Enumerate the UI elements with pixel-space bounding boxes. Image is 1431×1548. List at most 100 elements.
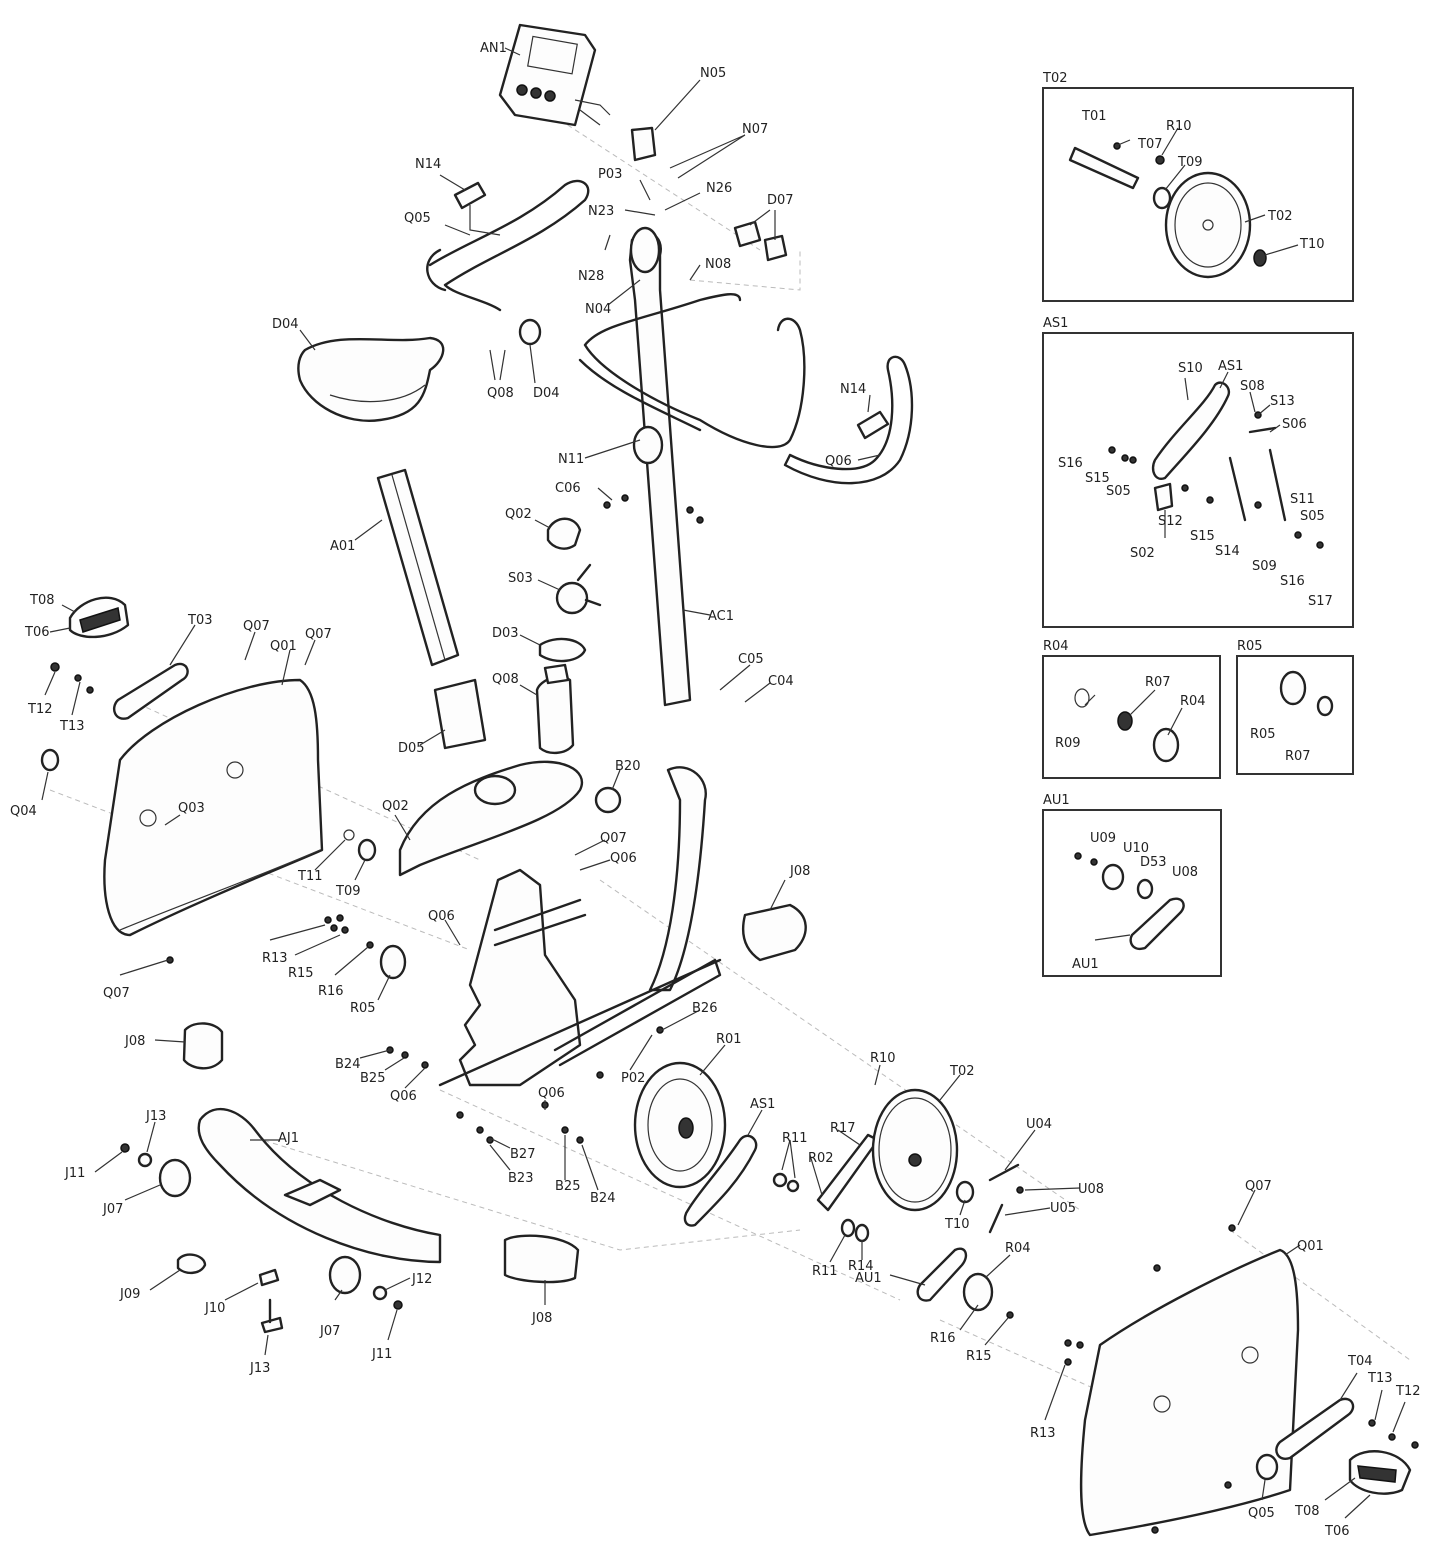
water-bottle-q08 xyxy=(535,663,575,755)
label-r14: R14 xyxy=(848,1259,874,1274)
label-t11: T11 xyxy=(297,869,322,884)
inset-as1-label-s08: S08 xyxy=(1240,379,1265,394)
tension-knob-s03 xyxy=(555,563,602,615)
inset-as1-label-s05-a: S05 xyxy=(1106,484,1131,499)
inset-t02 xyxy=(1042,87,1354,302)
label-j08-stabilizer: J08 xyxy=(124,1034,145,1049)
label-t13-right: T13 xyxy=(1367,1371,1392,1386)
label-j13-upper: J13 xyxy=(145,1109,166,1124)
label-t04: T04 xyxy=(1347,1354,1372,1369)
pedal-t08-right xyxy=(1348,1450,1412,1495)
handlebar-left-upper xyxy=(426,179,590,312)
label-b26: B26 xyxy=(692,1001,717,1016)
inset-au1-label-u09: U09 xyxy=(1090,831,1116,846)
label-t10: T10 xyxy=(944,1217,969,1232)
inset-as1-label-s05-b: S12 xyxy=(1158,514,1183,529)
brake-assembly-as1 xyxy=(683,1134,758,1227)
label-t08-right: T08 xyxy=(1294,1504,1319,1519)
chainring-t02 xyxy=(871,1088,959,1212)
label-q07-d: Q07 xyxy=(103,986,130,1001)
inset-as1-label-s15-a: S15 xyxy=(1085,471,1110,486)
label-j13-lower: J13 xyxy=(249,1361,270,1376)
steering-post-ac1 xyxy=(628,226,692,707)
label-r13-left: R13 xyxy=(262,951,288,966)
label-r01: R01 xyxy=(716,1032,742,1047)
label-q06-grip: Q06 xyxy=(825,454,852,469)
inset-as1-label-s17: S17 xyxy=(1308,594,1333,609)
label-j12: J12 xyxy=(411,1272,432,1287)
label-q07-e: Q07 xyxy=(1245,1179,1272,1194)
label-n28: N28 xyxy=(578,269,604,284)
flywheel-r01 xyxy=(633,1061,727,1189)
crank-arm-t03-left xyxy=(113,662,189,720)
inset-au1-label-d53: D53 xyxy=(1140,855,1167,870)
label-t09: T09 xyxy=(335,884,360,899)
label-u05: U05 xyxy=(1050,1201,1076,1216)
inset-as1-label-s10: S10 xyxy=(1178,361,1203,376)
label-b25-b: B25 xyxy=(555,1179,580,1194)
label-n14-right: N14 xyxy=(840,382,866,397)
label-n07: N07 xyxy=(742,122,768,137)
springs-u04-u05 xyxy=(988,1163,1024,1234)
label-n14-left: N14 xyxy=(415,157,441,172)
label-r17: R17 xyxy=(830,1121,856,1136)
label-r16-left: R16 xyxy=(318,984,344,999)
label-d03: D03 xyxy=(492,626,519,641)
label-q08-bottle: Q08 xyxy=(492,672,519,687)
label-r16-right: R16 xyxy=(930,1331,956,1346)
label-q06-b: Q06 xyxy=(610,851,637,866)
handlebar-grip-right xyxy=(783,355,914,485)
inset-as1-label-s06: S06 xyxy=(1282,417,1307,432)
small-parts-left xyxy=(40,662,377,964)
console-an1 xyxy=(498,23,611,127)
nut-t10 xyxy=(955,1180,975,1204)
label-b27: B27 xyxy=(510,1147,535,1162)
label-n04: N04 xyxy=(585,302,611,317)
inset-au1-label-au1: AU1 xyxy=(1072,957,1099,972)
crank-arm-t04-right xyxy=(1275,1397,1355,1460)
label-aj1: AJ1 xyxy=(278,1131,299,1146)
label-s03: S03 xyxy=(508,571,533,586)
inset-au1 xyxy=(1042,809,1222,977)
label-j09: J09 xyxy=(119,1287,140,1302)
label-b24-a: B24 xyxy=(335,1057,360,1072)
bushings-d07 xyxy=(733,220,788,262)
clamp-d03 xyxy=(538,637,587,663)
inset-t02-label-t09: T09 xyxy=(1177,155,1202,170)
label-j11-lower: J11 xyxy=(371,1347,392,1362)
knob-b20 xyxy=(594,786,622,814)
label-q07-a: Q07 xyxy=(243,619,270,634)
label-r10: R10 xyxy=(870,1051,896,1066)
label-j07-upper: J07 xyxy=(102,1202,123,1217)
top-cover-q02 xyxy=(398,760,584,877)
label-n23: N23 xyxy=(588,204,614,219)
pulley-r04 xyxy=(962,1272,994,1312)
inset-t02-label-r10: R10 xyxy=(1166,119,1192,134)
stabilizer-cap-j08 xyxy=(182,1022,224,1070)
inset-as1-label-s14: S14 xyxy=(1215,544,1240,559)
label-q05-handlebar: Q05 xyxy=(404,211,431,226)
label-t12-right: T12 xyxy=(1395,1384,1420,1399)
inset-au1-label-u10: U10 xyxy=(1123,841,1149,856)
inset-au1-label-u08: U08 xyxy=(1172,865,1198,880)
label-q08-handlebar: Q08 xyxy=(487,386,514,401)
label-d05: D05 xyxy=(398,741,425,756)
label-p02: P02 xyxy=(621,1071,645,1086)
label-q03: Q03 xyxy=(178,801,205,816)
grip-sensor-n14-right xyxy=(856,410,890,440)
handlebar-front xyxy=(578,293,806,449)
label-an1: AN1 xyxy=(480,41,507,56)
inset-as1-label-s16-a: S16 xyxy=(1058,456,1083,471)
small-parts-right xyxy=(1006,1224,1419,1534)
part-labels: AN1 N05 N07 P03 N26 N14 Q05 D07 N23 N28 … xyxy=(10,41,1420,1539)
inset-labels: T02 T01 T07 R10 T09 T02 T10 AS1 S10 AS1 … xyxy=(1042,71,1333,972)
inset-r05-label-r05: R05 xyxy=(1250,727,1276,742)
label-q07-c: Q07 xyxy=(600,831,627,846)
label-t02: T02 xyxy=(949,1064,974,1079)
label-as1: AS1 xyxy=(750,1097,775,1112)
label-r15-left: R15 xyxy=(288,966,314,981)
saddle-d04 xyxy=(297,336,445,422)
bracket-d05 xyxy=(433,678,487,750)
idler-r02 xyxy=(772,1133,880,1212)
